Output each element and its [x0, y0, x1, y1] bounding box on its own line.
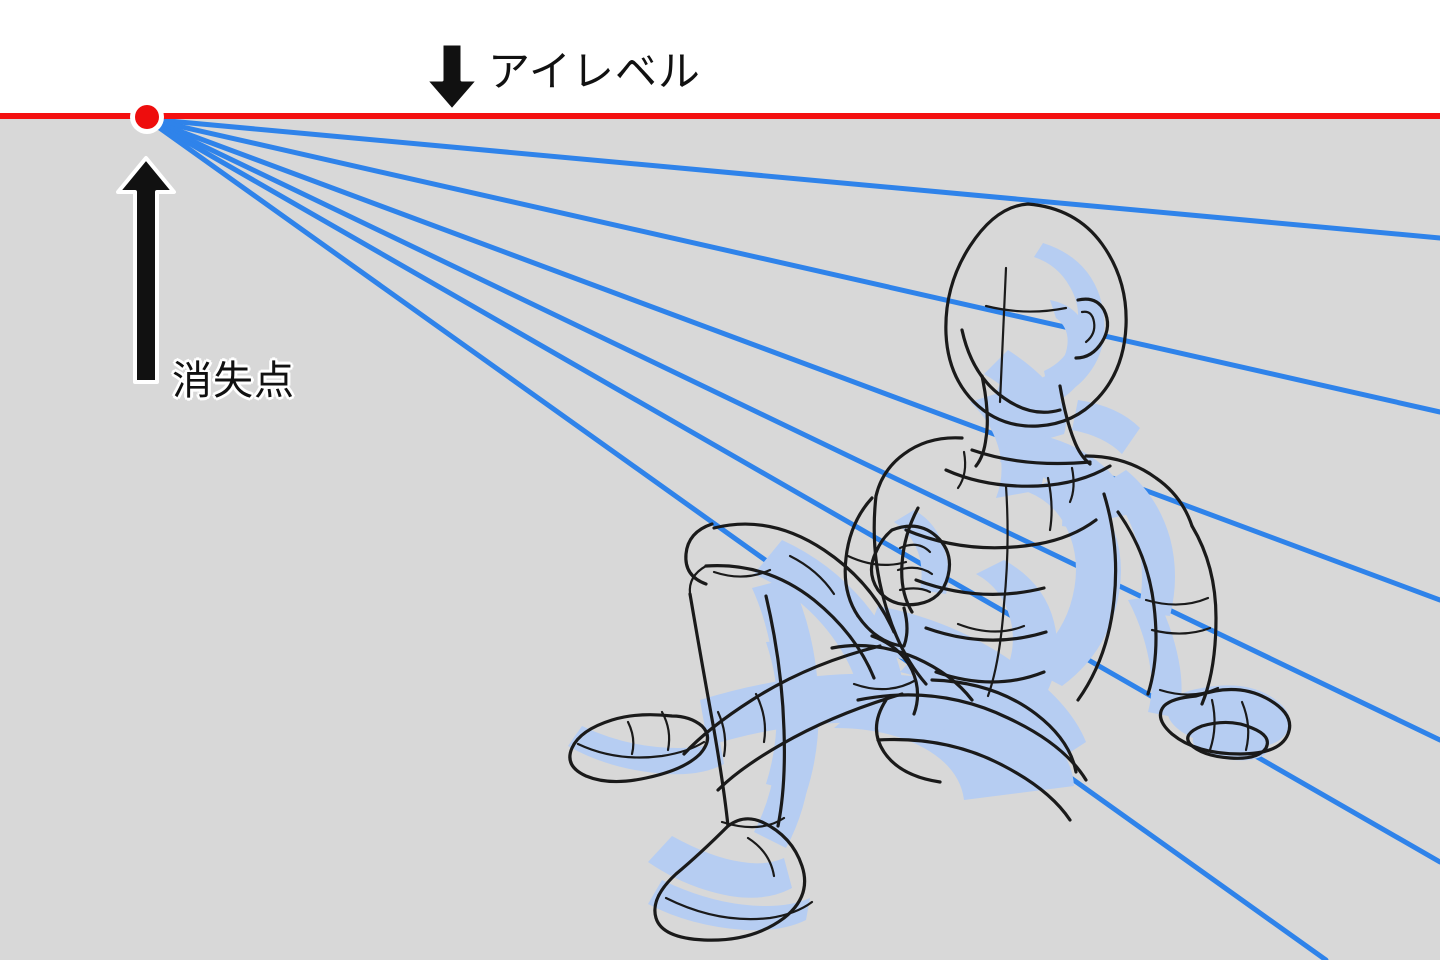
left-forearm-outer — [856, 614, 904, 648]
far-ankle-line — [660, 710, 671, 752]
ribcage-line — [904, 518, 1098, 550]
face-vertical-guide — [998, 266, 1008, 404]
up-arrow-icon — [116, 156, 176, 384]
left-elbow-line — [846, 554, 908, 567]
abs-line-2 — [924, 626, 1048, 642]
head-outline — [944, 202, 1128, 428]
far-foot-outline — [568, 713, 710, 784]
vanishing-point-label: 消失点 — [172, 358, 295, 404]
far-foot-crease — [626, 720, 635, 756]
hand-finger-line-1 — [1208, 698, 1216, 752]
neck-base-line — [970, 448, 1092, 466]
vanishing-point-dot — [135, 105, 159, 129]
face-horizontal-guide — [984, 304, 1068, 313]
right-arm-inner — [1116, 510, 1158, 696]
ear-inner — [1080, 310, 1096, 344]
far-thigh-bottom — [716, 692, 904, 792]
figure-shading — [568, 243, 1290, 931]
sternum-centre-line — [986, 484, 1009, 698]
far-foot-sole-line — [576, 740, 706, 759]
knuckle-line-2 — [896, 566, 934, 576]
left-forearm-inner — [902, 606, 909, 648]
down-arrow-icon — [424, 42, 480, 112]
knuckle-line-1 — [898, 543, 932, 554]
pelvis-left-line — [874, 698, 942, 784]
pelvis-top-line — [930, 678, 1078, 774]
far-thigh-joint-2 — [956, 622, 1026, 633]
far-hip-join — [870, 634, 920, 716]
abs-line-1 — [914, 578, 1046, 596]
perspective-line-4 — [144, 116, 1440, 743]
near-calf-back — [764, 594, 786, 828]
torso-left-contour — [872, 494, 928, 686]
near-thigh-joint — [788, 554, 836, 596]
far-knee-line — [754, 692, 767, 744]
knee-crease — [688, 564, 708, 596]
near-foot-instep-line — [746, 836, 776, 878]
buttock-line — [876, 737, 1072, 822]
perspective-line-6 — [144, 116, 1329, 960]
right-elbow-line — [1144, 596, 1210, 606]
pec-division — [1046, 476, 1053, 532]
near-foot-outline — [653, 817, 807, 942]
near-thigh-top — [712, 522, 896, 634]
right-hand-outline — [1158, 687, 1292, 756]
torso-right-contour — [1076, 492, 1118, 702]
neck-back-line — [1058, 384, 1092, 466]
left-shoulder-top — [874, 436, 964, 498]
perspective-line-2 — [144, 116, 1440, 415]
left-clavicle-tip — [956, 450, 967, 490]
knee-cap-line — [712, 568, 772, 578]
eye-level-line — [0, 113, 1440, 119]
near-shin-front — [688, 592, 730, 828]
perspective-line-3 — [144, 116, 1440, 603]
near-foot-sole-line — [664, 896, 814, 921]
right-clavicle-tip — [1068, 466, 1075, 504]
far-shin-line — [716, 710, 727, 758]
far-thigh-joint — [852, 678, 918, 691]
right-arm-outer — [1190, 524, 1218, 706]
far-thigh-top — [682, 644, 882, 756]
thumb-outline — [1186, 720, 1269, 760]
eye-level-label: アイレベル — [488, 47, 701, 96]
jaw-line — [960, 328, 1062, 414]
knuckle-line-3 — [898, 587, 932, 594]
right-shoulder-top — [1084, 454, 1194, 528]
right-forearm-top-line — [1150, 626, 1212, 635]
neck-front-line — [974, 374, 989, 468]
sky-region — [0, 0, 1440, 116]
left-fist-outline — [869, 524, 952, 607]
knee-outline — [684, 522, 714, 586]
ear-outline — [1074, 297, 1110, 360]
perspective-line-1 — [144, 116, 1440, 241]
left-upperarm-outer — [843, 496, 874, 618]
clavicle-line — [944, 464, 1112, 488]
